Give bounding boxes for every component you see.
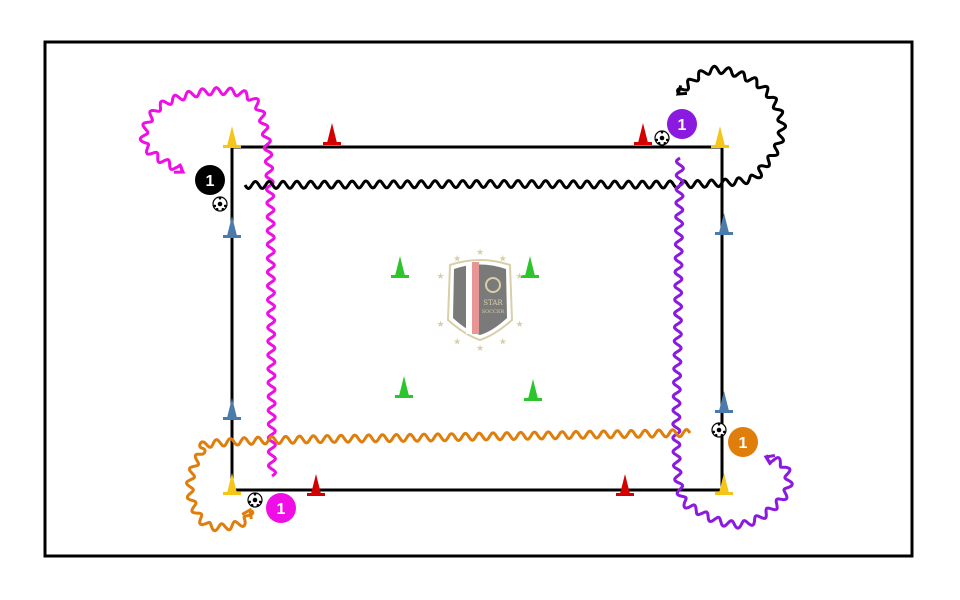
- player-magenta[interactable]: 1: [266, 493, 296, 523]
- cone-yellow-icon: [715, 473, 733, 495]
- svg-text:★: ★: [476, 247, 484, 257]
- svg-text:★: ★: [515, 319, 523, 329]
- cone-yellow-icon: [711, 126, 729, 148]
- svg-text:★: ★: [499, 253, 507, 263]
- logo-text-line2: SOCCER: [482, 309, 505, 315]
- player-label: 1: [739, 435, 748, 452]
- cone-yellow-icon: [223, 126, 241, 148]
- dribble-path-orange: [185, 428, 692, 533]
- cone-red-icon: [323, 123, 341, 145]
- player-label: 1: [678, 117, 687, 134]
- cone-green-icon: [521, 256, 539, 278]
- soccer-ball-icon: [654, 130, 670, 146]
- dribble-path-magenta: [138, 86, 277, 478]
- cone-red-icon: [634, 123, 652, 145]
- svg-text:★: ★: [436, 271, 444, 281]
- cone-red-icon: [307, 474, 325, 496]
- svg-text:★: ★: [515, 271, 523, 281]
- outer-field-boundary: [43, 40, 914, 558]
- cone-blue-icon: [715, 213, 733, 235]
- cone-yellow-icon: [223, 473, 241, 495]
- svg-text:★: ★: [499, 337, 507, 347]
- cone-green-icon: [391, 256, 409, 278]
- player-orange[interactable]: 1: [728, 427, 758, 457]
- inner-square-boundary: [230, 145, 724, 492]
- cone-blue-icon: [715, 391, 733, 413]
- player-label: 1: [206, 173, 215, 190]
- cone-blue-icon: [223, 398, 241, 420]
- arrowhead-icon: [675, 84, 688, 96]
- cone-red-icon: [616, 474, 634, 496]
- player-black[interactable]: 1: [195, 165, 225, 195]
- player-purple[interactable]: 1: [667, 109, 697, 139]
- logo-text-line1: STAR: [483, 299, 503, 307]
- arrowhead-icon: [241, 507, 253, 520]
- svg-text:★: ★: [436, 319, 444, 329]
- svg-text:★: ★: [453, 253, 461, 263]
- cone-green-icon: [524, 379, 542, 401]
- arrowhead-icon: [763, 453, 776, 466]
- player-label: 1: [277, 501, 286, 518]
- svg-text:★: ★: [453, 337, 461, 347]
- soccer-ball-icon: [247, 492, 263, 508]
- soccer-ball-icon: [212, 196, 228, 212]
- svg-text:★: ★: [476, 343, 484, 353]
- dribble-path-purple: [671, 156, 794, 530]
- cone-blue-icon: [223, 216, 241, 238]
- soccer-ball-icon: [711, 422, 727, 438]
- dribble-path-black: [243, 64, 787, 190]
- arrowhead-icon: [173, 163, 186, 174]
- club-logo: ★ ★ ★ ★ ★ ★ ★ ★ ★ ★ STAR SOCCER: [436, 247, 523, 353]
- cone-green-icon: [395, 376, 413, 398]
